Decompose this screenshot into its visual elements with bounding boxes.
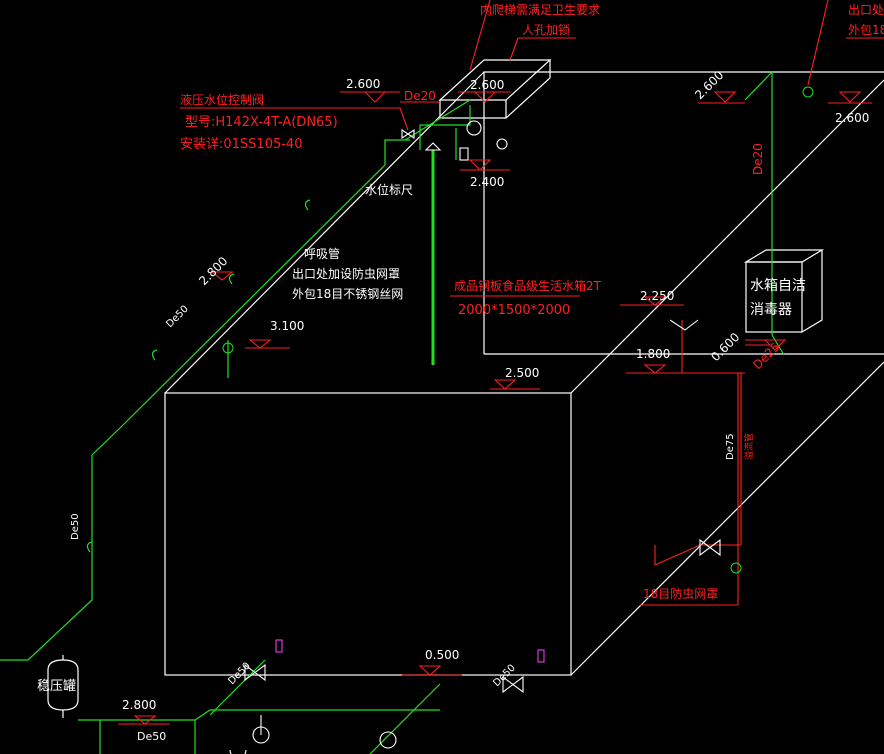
screen-note: 18目防虫网罩 [643,586,718,601]
sterilizer-box [745,261,803,333]
vent-note-3: 外包18目不锈钢丝网 [292,287,403,301]
level-gauge-head [424,142,442,151]
elevation-e1: 2.600 [346,77,380,91]
marker-right [537,649,545,663]
pink-markers [275,639,545,663]
elevation-e13: 2.800 [122,698,156,712]
tank-right-bottom-diagonal [570,361,884,676]
level-gauge-label: 水位标尺 [365,182,413,197]
bottom-pipe [78,709,440,721]
elevation-e12: 0.500 [425,648,459,662]
elevation-e9: 2.250 [640,289,674,303]
pipe-label-de75: De75 [725,433,736,460]
top-right-screen-icon [802,86,814,98]
overflow-screen-icon [730,562,742,574]
tank-note-2: 2000*1500*2000 [458,303,570,318]
pipe-label-de20-b: De20 [751,143,765,175]
elevation-e7: 3.100 [270,319,304,333]
screen-symbols [222,86,814,574]
valve-title: 液压水位控制阀 [180,92,264,107]
vent-note-1: 呼吸管 [304,246,340,261]
float-ball [466,120,482,136]
pipes [0,70,785,754]
gate-valve-right [502,675,524,694]
water-tank [47,59,884,718]
inlet-connection [404,99,471,141]
pipe-label-de50-b: De50 [70,513,81,540]
drain-pipe-left [209,659,266,716]
drain-pipe-right [369,683,441,754]
valve-handle-right [379,731,397,749]
marker-left [275,639,283,653]
pipe-label-de20-a: De20 [404,89,436,103]
elevation-e5: 2.400 [470,175,504,189]
white-text: 水位标尺 呼吸管 出口处加设防虫网罩 外包18目不锈钢丝网 水箱自洁 消毒器 稳… [37,182,806,743]
valve-handle-left [252,726,270,744]
gate-valve-overflow [699,538,721,557]
pipe-label-de50-a: De50 [164,304,191,331]
overflow-label: 溢流管 [743,433,755,460]
hydraulic-valve [401,128,415,140]
valves [229,120,721,754]
valve-install: 安装详:01SS105-40 [180,137,302,152]
sterilizer-top [743,249,825,263]
tank-right-top-diagonal [570,79,884,394]
float-ball-small [496,138,508,150]
annotation-lines [118,0,884,725]
elevation-e8: 2.500 [505,366,539,380]
vent-screen-icon [222,342,234,354]
top-right-note-1: 出口处 [848,3,884,17]
elevation-e3: 2.600 [692,68,726,102]
pressure-tank [47,659,79,711]
ladder-note-1: 内爬梯需满足卫生要求 [480,3,600,17]
elevation-e2: 2.600 [470,78,504,92]
overflow-funnel [669,319,699,331]
gate-valve-left [244,663,266,682]
tank-front-face [164,392,572,676]
elevation-e6: 2.800 [196,254,230,288]
pipe-label-de50-c: De50 [226,661,253,688]
elevation-e11: 0.600 [708,330,742,364]
tank-note-1: 成品钢板食品级生活水箱2T [454,278,602,293]
pressure-tank-label: 稳压罐 [37,678,76,694]
sterilizer-line-2: 消毒器 [750,302,792,318]
sterilizer-line-1: 水箱自洁 [750,278,806,294]
elevation-e4: 2.600 [835,111,869,125]
vent-note-2: 出口处加设防虫网罩 [292,266,400,281]
valve-model: 型号:H142X-4T-A(DN65) [185,115,338,130]
main-inlet-pipe [0,164,386,661]
elevation-markers [133,91,862,725]
ladder-note-2: 人孔加锁 [522,22,570,37]
top-right-note-2: 外包18目 [848,23,884,37]
pipe-label-bottom: De50 [137,730,166,743]
elevation-e10: 1.800 [636,347,670,361]
top-right-pipe [744,70,773,335]
